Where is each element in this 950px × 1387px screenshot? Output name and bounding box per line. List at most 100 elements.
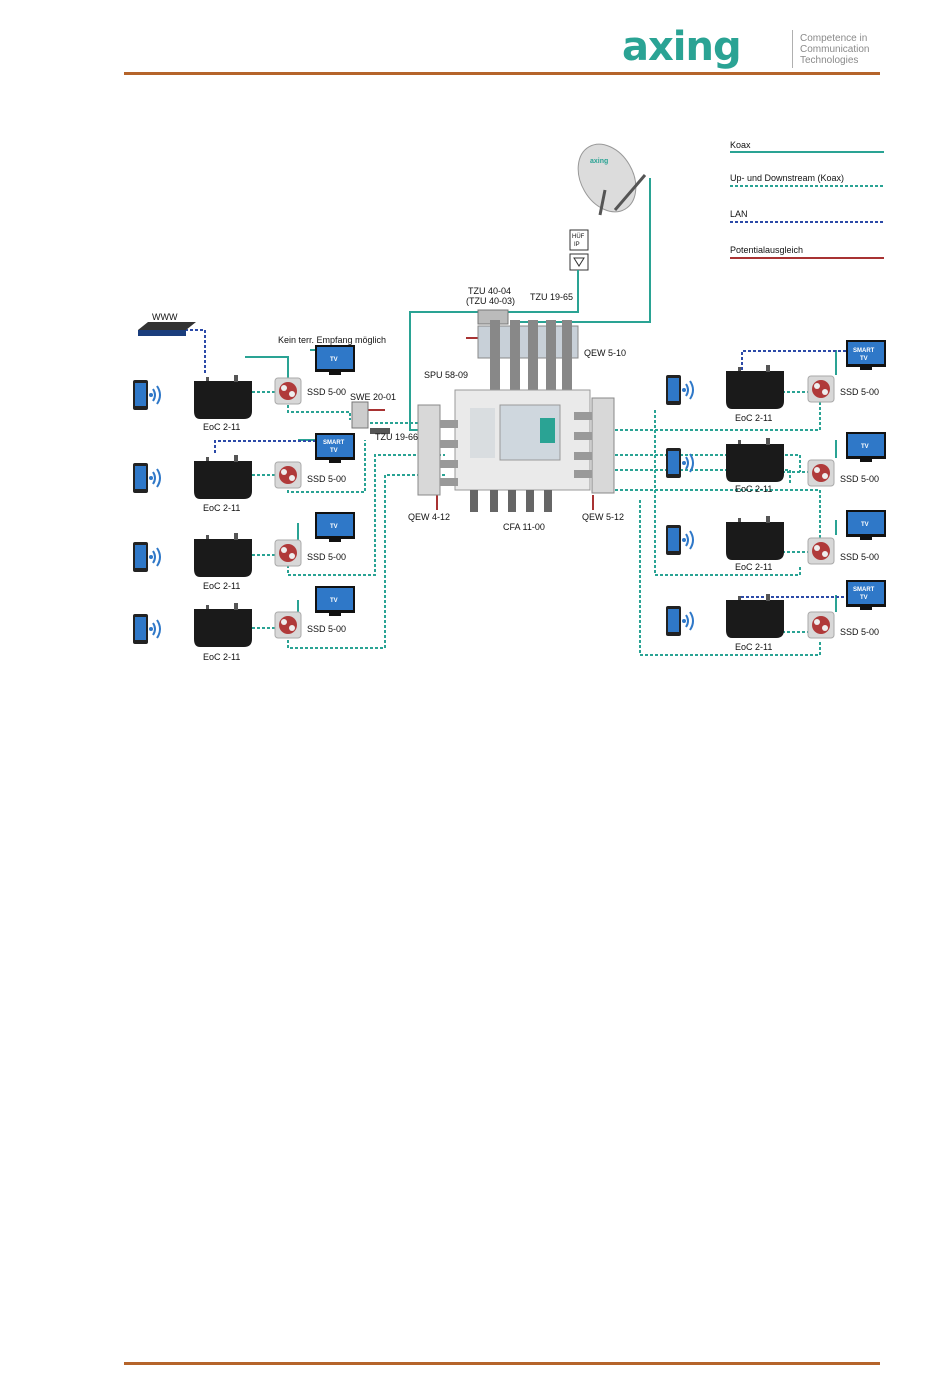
no-terrestrial-label: Kein terr. Empfang möglich [278,335,386,345]
legend-lan-label: LAN [730,209,748,219]
smart-tv-label: TV [330,448,338,454]
smartphone-icon [665,374,694,406]
www-label: WWW [152,312,178,322]
qew-4-12-block [417,404,458,496]
tv-label: TV [330,598,338,604]
left-row-4: EoC 2-11 SSD 5-00 TV [132,586,355,662]
ssd-socket-icon [274,461,302,489]
svg-text:IP: IP [574,242,580,248]
eoc-device-icon [194,603,252,647]
spu-58-09-label: SPU 58-09 [424,370,468,380]
tv-label: TV [861,522,869,528]
coax-lines [245,178,837,612]
ssd-socket-icon [807,611,835,639]
tagline-line-3: Technologies [800,55,859,66]
brand-tagline: Competence in Communication Technologies [800,33,869,66]
legend-potential-label: Potentialausgleich [730,245,803,255]
ssd-label: SSD 5-00 [307,474,346,484]
smart-tv-label: TV [860,356,868,362]
qew-4-12-label: QEW 4-12 [408,512,450,522]
tzu-19-66-label: TZU 19-66 [375,432,418,442]
eoc-device-icon [194,533,252,577]
legend-koax-label: Koax [730,140,751,150]
smart-label: SMART [853,587,875,593]
cfa-terminators [470,490,552,512]
ssd-socket-icon [274,377,302,405]
potential-lines [368,337,594,510]
eoc-label: EoC 2-11 [735,413,772,423]
eoc-device-icon [194,455,252,499]
legend: Koax Up- und Downstream (Koax) LAN Poten… [730,140,884,259]
tzu-19-65-label: TZU 19-65 [530,292,573,302]
ssd-socket-icon [807,459,835,487]
smartphone-icon [132,613,161,645]
ssd-socket-icon [807,375,835,403]
smart-label: SMART [323,440,345,446]
tv-label: TV [330,357,338,363]
svg-text:HÜF: HÜF [572,233,585,240]
axing-logo: axing [622,28,742,70]
ssd-label: SSD 5-00 [307,387,346,397]
header-rule [124,72,880,75]
ssd-label: SSD 5-00 [840,474,879,484]
left-row-2: EoC 2-11 SSD 5-00 SMART TV [132,433,355,513]
huf-ip-box: HÜF IP [569,229,589,271]
ssd-label: SSD 5-00 [840,387,879,397]
tagline-divider [792,30,793,68]
ssd-label: SSD 5-00 [307,624,346,634]
ssd-socket-icon [274,539,302,567]
ssd-socket-icon [274,611,302,639]
eoc-label: EoC 2-11 [735,562,772,572]
updown-lines [237,380,821,656]
ssd-label: SSD 5-00 [307,552,346,562]
smartphone-icon [665,524,694,556]
legend-updown-label: Up- und Downstream (Koax) [730,173,844,183]
smart-tv-label: TV [860,595,868,601]
svg-text:axing: axing [622,28,741,70]
tagline-line-2: Communication [800,44,870,55]
eoc-device-icon [726,438,784,482]
ssd-label: SSD 5-00 [840,552,879,562]
router-icon [138,322,196,336]
ssd-socket-icon [807,537,835,565]
eoc-label: EoC 2-11 [203,581,240,591]
qew-5-12-label: QEW 5-12 [582,512,624,522]
tv-label: TV [861,444,869,450]
eoc-device-icon [194,375,252,419]
qew-5-10-label: QEW 5-10 [584,348,626,358]
smart-label: SMART [853,348,875,354]
eoc-device-icon [726,594,784,638]
multiswitch-spu [454,389,591,491]
footer-rule [124,1362,880,1365]
eoc-label: EoC 2-11 [203,652,240,662]
smartphone-icon [665,447,694,479]
smartphone-icon [665,605,694,637]
ssd-label: SSD 5-00 [840,627,879,637]
tagline-line-1: Competence in [800,33,868,44]
smartphone-icon [132,379,161,411]
eoc-label: EoC 2-11 [203,503,240,513]
right-row-1: EoC 2-11 SSD 5-00 SMART TV [665,340,886,423]
eoc-device-icon [726,365,784,409]
swe-splitter [351,401,390,434]
smartphone-icon [132,541,161,573]
right-row-3: EoC 2-11 SSD 5-00 TV [665,510,886,572]
eoc-label: EoC 2-11 [203,422,240,432]
left-row-1: EoC 2-11 SSD 5-00 TV [132,345,355,432]
swe-20-01-label: SWE 20-01 [350,392,396,402]
cfa-11-00-label: CFA 11-00 [503,522,545,532]
right-row-2: EoC 2-11 SSD 5-00 TV [665,432,886,494]
tv-label: TV [330,524,338,530]
right-row-4: EoC 2-11 SSD 5-00 SMART TV [665,580,886,652]
smartphone-icon [132,462,161,494]
svg-text:axing: axing [590,158,608,165]
satellite-dish-icon: axing [577,143,647,216]
tzu-40-03-label: (TZU 40-03) [466,296,515,306]
eoc-label: EoC 2-11 [735,642,772,652]
eoc-label: EoC 2-11 [735,484,772,494]
qew-5-12-block [574,397,615,494]
smart-tv-icon [846,340,886,370]
qew-5-10-block [477,320,579,390]
tzu-40-04-label: TZU 40-04 [468,286,511,296]
